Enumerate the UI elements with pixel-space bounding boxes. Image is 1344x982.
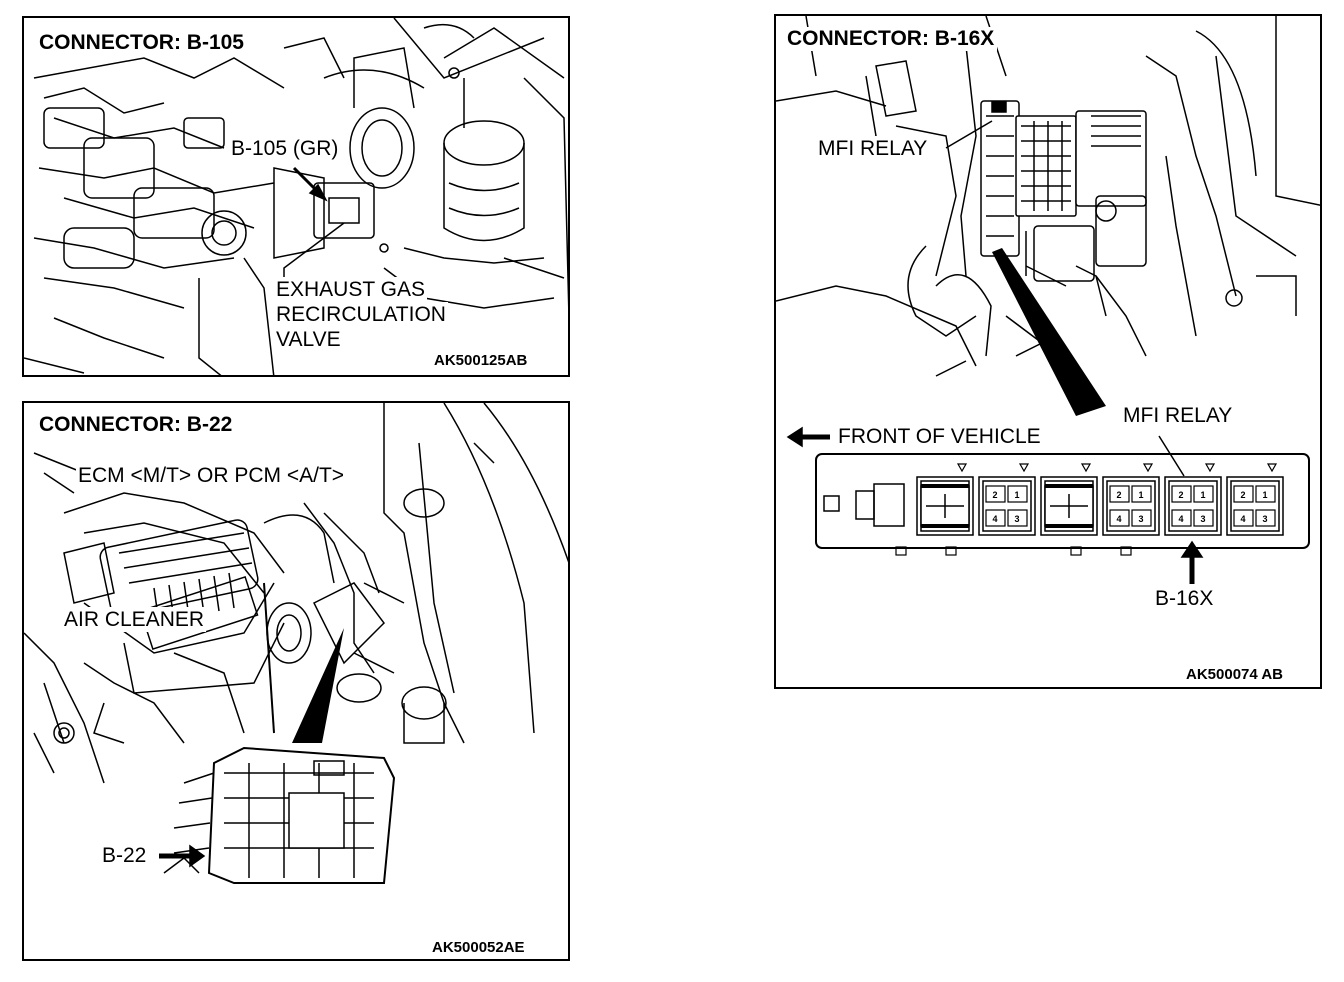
panel-connector-b22: CONNECTOR: B-22 ECM <M/T> OR PCM <A/T> A… [22, 401, 570, 961]
air-cleaner-label: AIR CLEANER [62, 607, 207, 632]
ecm-pcm-label: ECM <M/T> OR PCM <A/T> [76, 463, 347, 488]
component-label-line-3: VALVE [274, 327, 343, 352]
relay-box-illustration [776, 16, 1320, 584]
panel-title: CONNECTOR: B-105 [36, 31, 247, 55]
panel-title: CONNECTOR: B-16X [784, 27, 998, 51]
mfi-relay-label: MFI RELAY [816, 136, 930, 161]
panel-title: CONNECTOR: B-22 [36, 413, 236, 437]
engine-illustration-b105 [24, 18, 568, 375]
engine-illustration-b22 [24, 403, 568, 884]
component-label-line-1: EXHAUST GAS [274, 277, 427, 302]
front-of-vehicle-label: FRONT OF VEHICLE [836, 424, 1043, 449]
component-label-line-2: RECIRCULATION [274, 302, 448, 327]
mfi-relay-detail-label: MFI RELAY [1121, 403, 1235, 428]
connector-label: B-16X [1153, 586, 1216, 611]
figure-code: AK500052AE [432, 939, 525, 956]
connector-label: B-105 (GR) [229, 136, 341, 161]
figure-code: AK500074 AB [1186, 666, 1283, 683]
panel-connector-b105: CONNECTOR: B-105 B-105 (GR) EXHAUST GAS … [22, 16, 570, 377]
connector-label: B-22 [100, 843, 149, 868]
figure-code: AK500125AB [434, 352, 528, 369]
panel-connector-b16x: 2 1 4 3 2 1 4 3 2 1 4 3 2 1 4 3 CONNECTO… [774, 14, 1322, 689]
